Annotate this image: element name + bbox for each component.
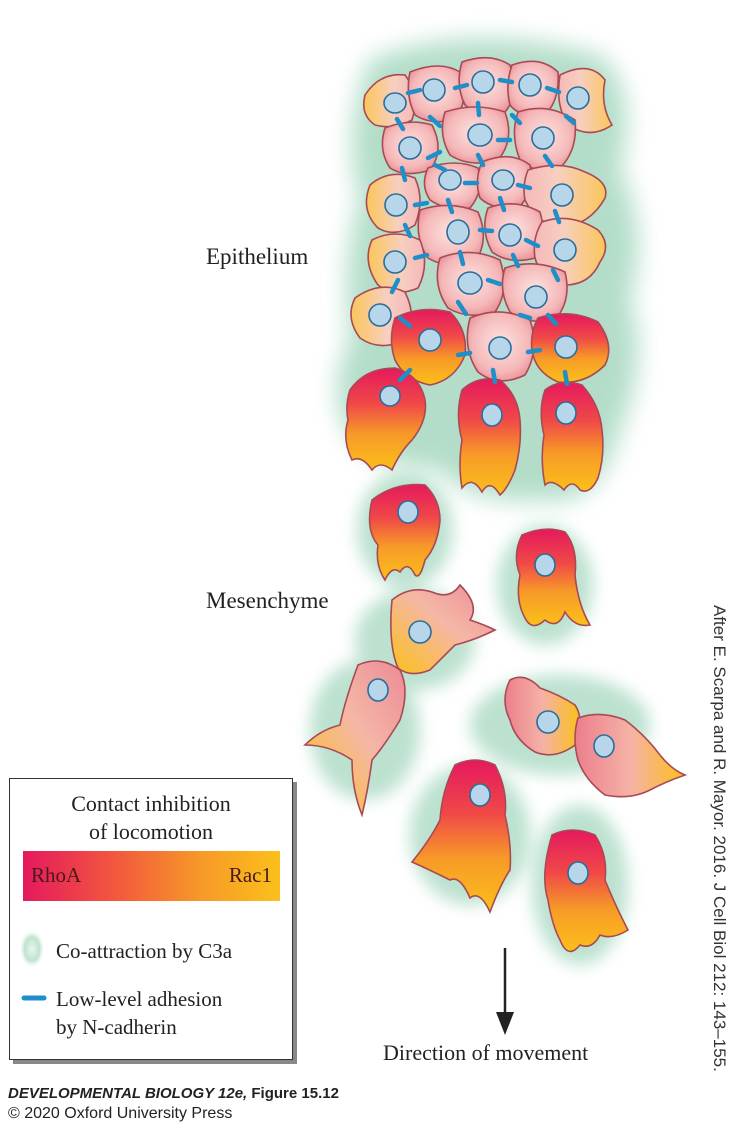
direction-arrow [496, 948, 514, 1035]
adhesion-label-line2: by N-cadherin [56, 1015, 177, 1039]
book-caption: DEVELOPMENTAL BIOLOGY 12e, Figure 15.12 [8, 1085, 339, 1102]
coattraction-icon [19, 929, 45, 969]
figure-number: Figure 15.12 [251, 1085, 339, 1102]
mesenchymal-cell [574, 713, 688, 798]
mesenchyme-label: Mesenchyme [206, 588, 329, 613]
mesenchymal-cell [515, 528, 592, 627]
epithelium-cells [344, 56, 614, 497]
leader-cell [457, 377, 522, 497]
source-credit: After E. Scarpa and R. Mayor. 2016. J Ce… [707, 605, 733, 1075]
rhoa-label: RhoA [31, 863, 82, 887]
adhesion-label-line1: Low-level adhesion [56, 987, 223, 1011]
rac1-label: Rac1 [228, 863, 272, 887]
coattraction-label: Co-attraction by C3a [56, 939, 233, 963]
rhoa-rac1-gradient-bar: RhoA Rac1 [23, 851, 280, 901]
mesenchymal-cell [390, 583, 497, 675]
legend-title-line2: of locomotion [88, 819, 214, 844]
direction-label: Direction of movement [383, 1040, 589, 1065]
book-title: DEVELOPMENTAL BIOLOGY 12e, [8, 1085, 248, 1102]
mesenchymal-cell [544, 829, 630, 953]
epithelium-label: Epithelium [206, 244, 309, 269]
copyright: © 2020 Oxford University Press [8, 1105, 233, 1122]
ncadherin-adhesions [389, 77, 577, 387]
legend-title-line1: Contact inhibition [71, 791, 231, 816]
epithelium-nuclei [368, 70, 590, 427]
adhesion-icon [21, 995, 47, 1001]
mesenchymal-cell [368, 483, 441, 582]
legend: Contact inhibition of locomotion RhoA Ra… [9, 778, 293, 1060]
mesenchyme-nuclei [367, 500, 615, 885]
source-credit-text: After E. Scarpa and R. Mayor. 2016. J Ce… [710, 605, 729, 1072]
